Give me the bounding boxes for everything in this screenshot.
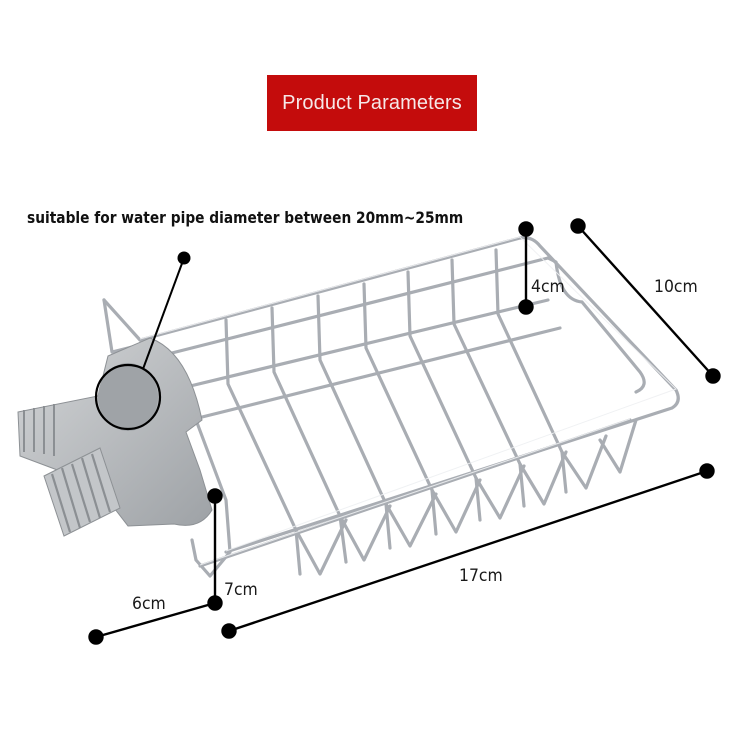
dimension-lines bbox=[88, 218, 721, 645]
dim-width-10cm bbox=[570, 218, 721, 384]
wire-highlights bbox=[139, 236, 677, 566]
dimension-label-width: 10cm bbox=[654, 277, 698, 297]
product-parameters-banner: Product Parameters bbox=[267, 75, 477, 131]
pipe-clamp bbox=[17, 337, 213, 537]
dimension-label-hook-depth: 6cm bbox=[132, 594, 166, 614]
dim-hook-depth-6cm bbox=[88, 601, 216, 645]
dimension-label-height: 4cm bbox=[531, 277, 565, 297]
dim-length-17cm bbox=[221, 463, 715, 639]
pipe-diameter-note: suitable for water pipe diameter between… bbox=[27, 208, 464, 227]
wire-basket bbox=[102, 236, 680, 578]
pipe-diameter-callout bbox=[94, 251, 191, 431]
dimension-label-length: 17cm bbox=[459, 566, 503, 586]
dimension-label-hook-height: 7cm bbox=[224, 580, 258, 600]
dim-height-4cm bbox=[518, 221, 534, 315]
